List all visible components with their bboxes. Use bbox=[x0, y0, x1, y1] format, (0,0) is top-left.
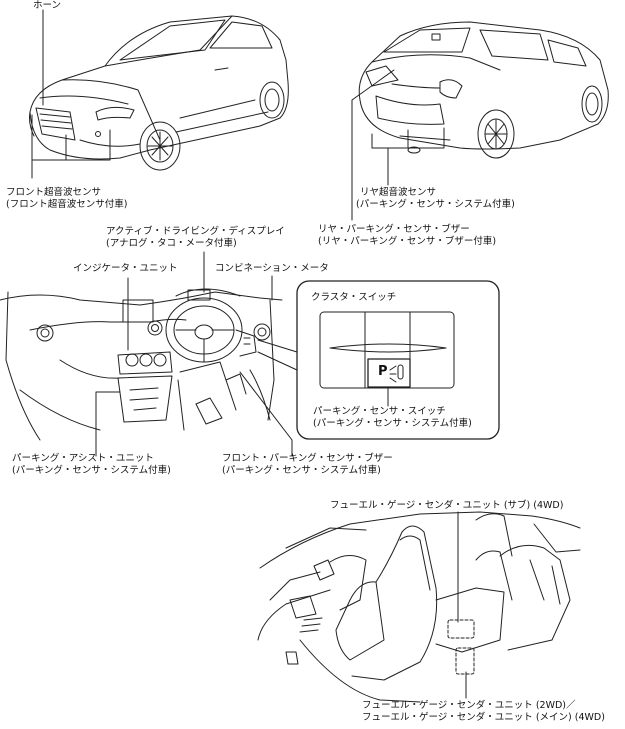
parking-assist-label: パーキング・アシスト・ユニット (パーキング・センサ・システム付車) bbox=[12, 453, 171, 477]
horn-label: ホーン bbox=[33, 0, 61, 12]
rear-buzzer-text: リヤ・パーキング・センサ・ブザー bbox=[318, 224, 470, 235]
active-display-note: (アナログ・タコ・メータ付車) bbox=[106, 238, 237, 249]
cockpit-leader-lines bbox=[95, 251, 293, 457]
fuel-sub-label: フューエル・ゲージ・センダ・ユニット (サブ) (4WD) bbox=[330, 500, 563, 512]
indicator-unit-label: インジケータ・ユニット bbox=[73, 263, 178, 275]
rear-sensor-label: リヤ超音波センサ (パーキング・センサ・システム付車) bbox=[356, 187, 515, 211]
active-display-text: アクティブ・ドライビング・ディスプレイ bbox=[106, 226, 285, 237]
fuel-main-text: フューエル・ゲージ・センダ・ユニット (メイン) (4WD) bbox=[362, 712, 605, 723]
parking-switch-icon: P bbox=[378, 362, 388, 382]
combination-meter-label: コンビネーション・メータ bbox=[215, 263, 329, 275]
interior-seats-illustration bbox=[257, 511, 581, 703]
combination-meter-text: コンビネーション・メータ bbox=[215, 263, 329, 274]
cluster-switch-callout bbox=[257, 280, 500, 440]
horn-text: ホーン bbox=[33, 0, 62, 11]
rear-sensor-note: (パーキング・センサ・システム付車) bbox=[356, 199, 515, 210]
rear-buzzer-note: (リヤ・パーキング・センサ・ブザー付車) bbox=[318, 236, 497, 247]
fuel-2wd-text: フューエル・ゲージ・センダ・ユニット (2WD)／ bbox=[362, 700, 576, 711]
rear-buzzer-label: リヤ・パーキング・センサ・ブザー (リヤ・パーキング・センサ・ブザー付車) bbox=[318, 224, 496, 248]
active-display-label: アクティブ・ドライビング・ディスプレイ (アナログ・タコ・メータ付車) bbox=[106, 226, 285, 250]
cluster-switch-text: クラスタ・スイッチ bbox=[311, 292, 397, 303]
front-sensor-note: (フロント超音波センサ付車) bbox=[6, 199, 128, 210]
parking-switch-icon-letter: P bbox=[378, 364, 388, 379]
indicator-unit-text: インジケータ・ユニット bbox=[73, 263, 178, 274]
fuel-sub-text: フューエル・ゲージ・センダ・ユニット (サブ) (4WD) bbox=[330, 500, 564, 511]
rear-sensor-text: リヤ超音波センサ bbox=[360, 187, 437, 198]
cockpit-illustration bbox=[0, 288, 283, 441]
parking-assist-note: (パーキング・センサ・システム付車) bbox=[12, 465, 171, 476]
cluster-switch-label: クラスタ・スイッチ bbox=[311, 292, 396, 304]
front-buzzer-note: (パーキング・センサ・システム付車) bbox=[222, 465, 381, 476]
parking-assist-text: パーキング・アシスト・ユニット bbox=[12, 453, 154, 464]
parking-switch-note: (パーキング・センサ・システム付車) bbox=[313, 418, 472, 429]
interior-leader-lines bbox=[457, 511, 467, 699]
rear-car-illustration bbox=[358, 21, 609, 159]
fuel-main-label: フューエル・ゲージ・センダ・ユニット (2WD)／ フューエル・ゲージ・センダ・… bbox=[362, 700, 605, 724]
front-leader-lines bbox=[31, 9, 111, 179]
front-sensor-text: フロント超音波センサ bbox=[6, 187, 102, 198]
front-buzzer-text: フロント・パーキング・センサ・ブザー bbox=[222, 453, 393, 464]
parking-switch-label: パーキング・センサ・スイッチ (パーキング・センサ・システム付車) bbox=[313, 406, 472, 430]
front-buzzer-label: フロント・パーキング・センサ・ブザー (パーキング・センサ・システム付車) bbox=[222, 453, 393, 477]
front-sensor-label: フロント超音波センサ (フロント超音波センサ付車) bbox=[6, 187, 127, 211]
parking-switch-text: パーキング・センサ・スイッチ bbox=[313, 406, 446, 417]
rear-leader-lines bbox=[351, 69, 445, 221]
front-car-illustration bbox=[29, 15, 289, 171]
